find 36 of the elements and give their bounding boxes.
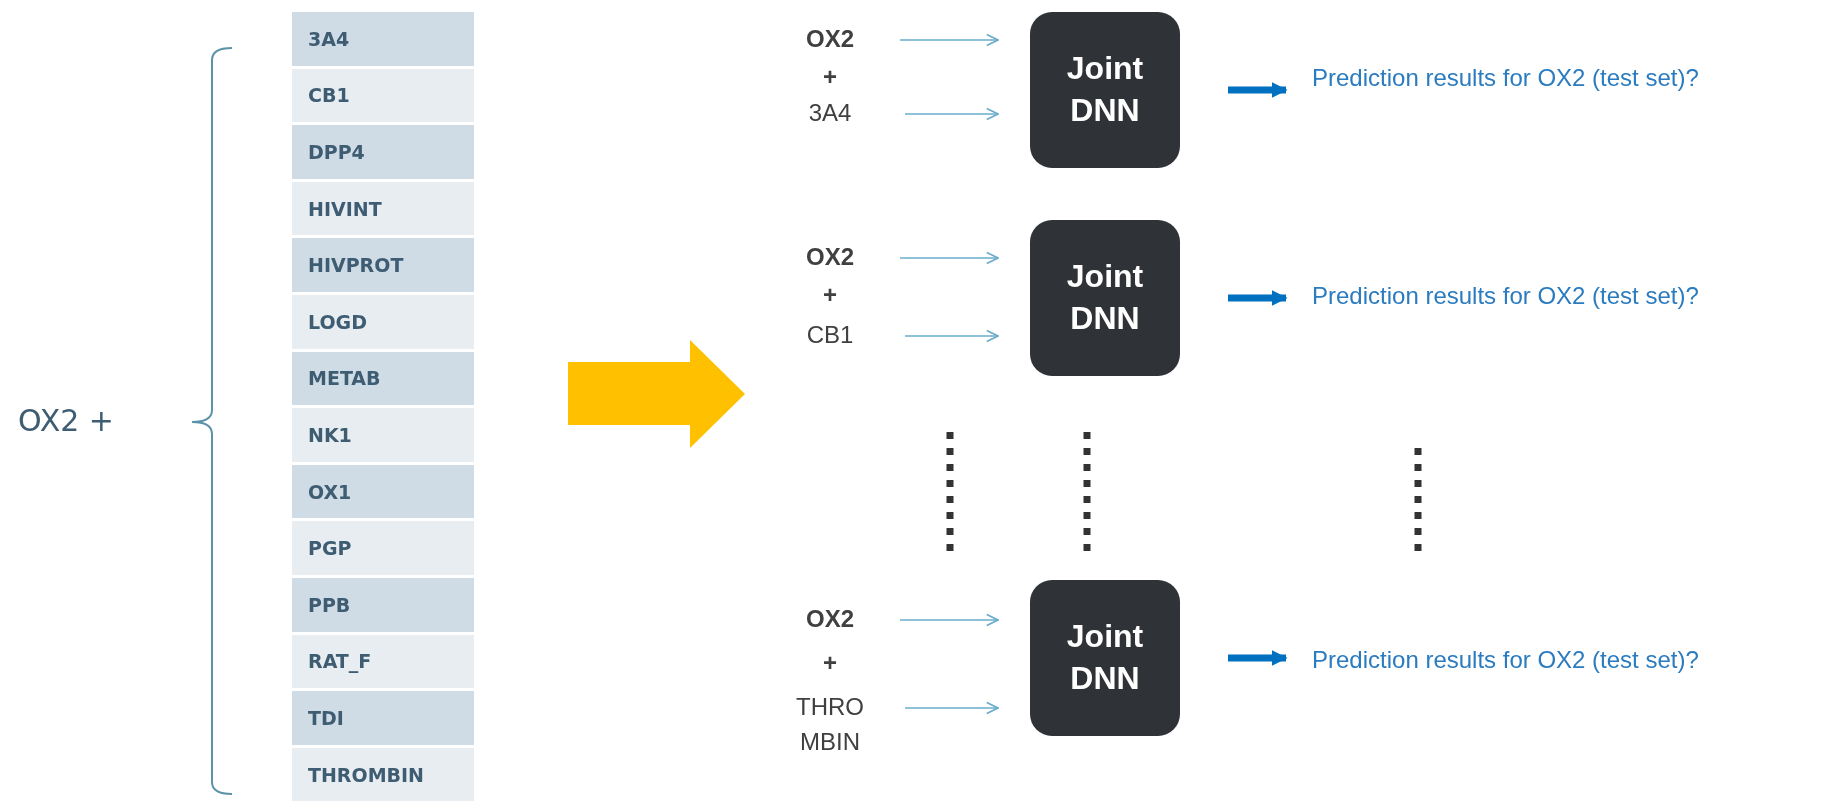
arrow [899, 251, 999, 265]
table-cell: TDI [292, 691, 474, 745]
table-cell: PPB [292, 578, 474, 632]
input-label: OX2 [790, 602, 870, 638]
plus-sign: + [822, 280, 838, 310]
arrow [899, 613, 999, 627]
result-text: Prediction results for OX2 (test set)? [1312, 278, 1782, 314]
plus-sign: + [822, 62, 838, 92]
table-cell: HIVPROT [292, 238, 474, 292]
result-text: Prediction results for OX2 (test set)? [1312, 642, 1782, 678]
arrow [904, 107, 999, 121]
table-cell: THROMBIN [292, 747, 474, 802]
input-label: 3A4 [785, 96, 875, 132]
table-cell: PGP [292, 521, 474, 575]
table-cell: RAT_F [292, 634, 474, 689]
input-label: THRO MBIN [785, 690, 875, 762]
model-box: Joint DNN [1030, 12, 1180, 168]
model-box: Joint DNN [1030, 220, 1180, 376]
group-label: OX2 + [18, 402, 115, 440]
input-label: CB1 [785, 318, 875, 354]
input-label: OX2 [790, 22, 870, 58]
table-cell: NK1 [292, 408, 474, 462]
table-cell: 3A4 [292, 12, 474, 66]
plus-sign: + [822, 648, 838, 678]
arrow [904, 701, 999, 715]
result-text: Prediction results for OX2 (test set)? [1312, 60, 1782, 96]
arrow [899, 33, 999, 47]
input-label: OX2 [790, 240, 870, 276]
table-cell: METAB [292, 351, 474, 406]
table-cell: CB1 [292, 68, 474, 123]
table-cell: DPP4 [292, 125, 474, 179]
table-cell: LOGD [292, 295, 474, 349]
table-cell: OX1 [292, 464, 474, 519]
table-cell: HIVINT [292, 181, 474, 236]
model-box: Joint DNN [1030, 580, 1180, 736]
arrow [904, 329, 999, 343]
